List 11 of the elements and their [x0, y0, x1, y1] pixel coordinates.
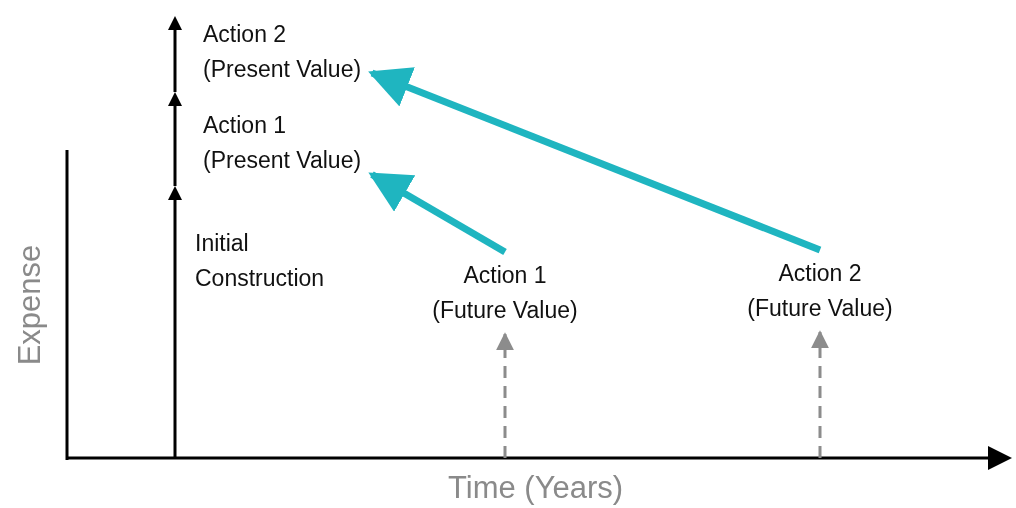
- expense-label: Initial Construction: [195, 226, 375, 296]
- arrow: [811, 330, 829, 458]
- y-axis-title: Expense: [11, 244, 48, 366]
- expense-label: Action 2 (Future Value): [742, 256, 898, 326]
- expense-label: Action 2 (Present Value): [203, 17, 368, 87]
- arrow: [368, 67, 822, 254]
- arrow: [496, 332, 514, 458]
- expense-label: Action 1 (Future Value): [427, 258, 583, 328]
- arrow: [368, 171, 507, 256]
- x-axis-title: Time (Years): [448, 470, 624, 506]
- expense-label: Action 1 (Present Value): [203, 108, 368, 178]
